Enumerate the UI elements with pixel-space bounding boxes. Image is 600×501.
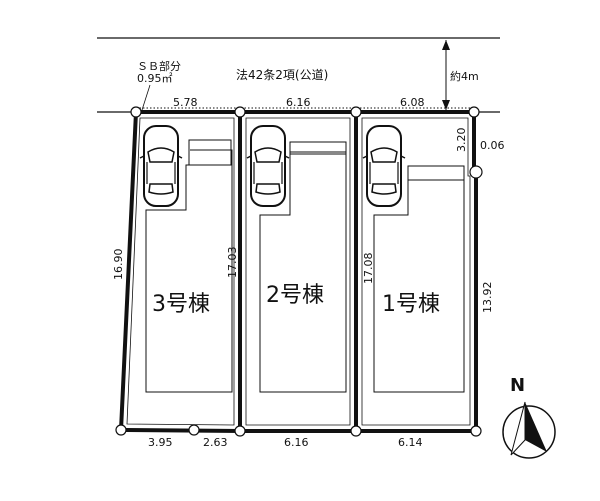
dim-left-side: 16.90 — [112, 249, 125, 281]
lot-1-inner-line — [361, 117, 471, 426]
road-label: 法42条2項(公道) — [236, 68, 328, 82]
compass-north-label: N — [510, 375, 525, 396]
lot-1-label: 1号棟 — [382, 292, 440, 317]
boundary-marker — [350, 106, 362, 118]
building-3-porch — [188, 139, 232, 166]
dim-bottom-lot-1: 6.14 — [398, 436, 423, 449]
compass-icon — [502, 401, 556, 459]
dim-bottom-lot-2: 6.16 — [284, 436, 309, 449]
dim-top-lot-3: 5.78 — [173, 96, 198, 109]
setback-label-line1: ＳＢ部分 — [137, 59, 181, 73]
building-2-porch — [289, 141, 347, 155]
dim-divider-1: 17.03 — [226, 247, 239, 279]
dim-top-lot-1: 6.08 — [400, 96, 425, 109]
dim-bottom-3-left: 3.95 — [148, 436, 173, 449]
dim-right-upper: 3.20 — [455, 128, 468, 153]
boundary-marker — [188, 424, 200, 436]
road-width-arrow — [442, 40, 450, 110]
boundary-marker — [350, 425, 362, 437]
boundary-markers — [115, 106, 483, 437]
building-1-outline — [373, 179, 465, 393]
road-width-label: 約4m — [450, 69, 479, 83]
boundary-marker — [234, 106, 246, 118]
dim-divider-2: 17.08 — [362, 253, 375, 285]
building-3-outline — [145, 164, 233, 393]
setback-leader — [141, 84, 151, 111]
car-icon — [139, 125, 183, 207]
car-icon — [246, 125, 290, 207]
lot-3-inner-line — [126, 117, 235, 426]
dim-right-side: 13.92 — [481, 282, 494, 314]
setback-label-line2: 0.95㎡ — [137, 72, 173, 85]
dim-bottom-3-right: 2.63 — [203, 436, 228, 449]
boundary-marker — [468, 106, 480, 118]
dim-right-offset: 0.06 — [480, 139, 505, 152]
lot-2-label: 2号棟 — [266, 283, 324, 308]
dim-top-lot-2: 6.16 — [286, 96, 311, 109]
lot-2-inner-line — [245, 117, 351, 426]
building-1-porch — [407, 165, 465, 181]
boundary-marker — [469, 165, 483, 179]
lot-3-boundary — [118, 110, 242, 434]
boundary-marker — [130, 106, 142, 118]
boundary-marker — [115, 424, 127, 436]
car-icon — [362, 125, 406, 207]
boundary-marker — [470, 425, 482, 437]
boundary-marker — [234, 425, 246, 437]
lot-3-label: 3号棟 — [152, 292, 210, 317]
